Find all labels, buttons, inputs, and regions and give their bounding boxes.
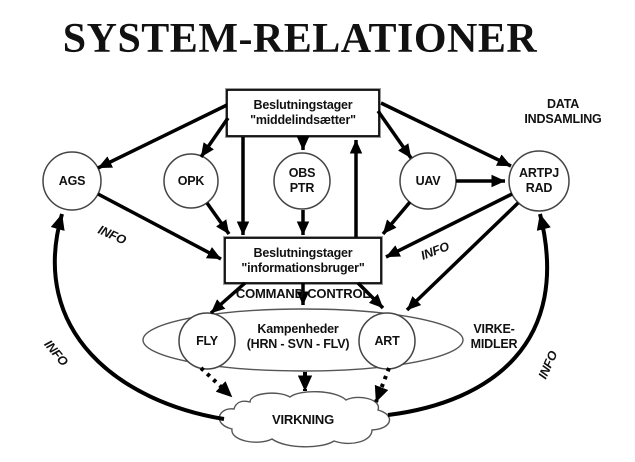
command-control-label: COMMAND CONTROL bbox=[235, 286, 371, 301]
art-label: ART bbox=[374, 333, 400, 348]
uav-label: UAV bbox=[415, 173, 441, 188]
arrow-midbox-to-art bbox=[356, 281, 385, 310]
curve-cloud-to-artpj-info bbox=[387, 213, 551, 417]
obs-ptr-circle bbox=[273, 152, 331, 210]
decision-maker-mid-label: Beslutningstager "informationsbruger" bbox=[241, 245, 365, 275]
virkning-cloud bbox=[218, 391, 390, 448]
arrow-topbox-to-artpj bbox=[380, 101, 512, 168]
arrow-topbox-to-ags bbox=[97, 103, 228, 170]
dotted-arrow-fly-to-virkning bbox=[199, 366, 234, 399]
arrow-topbox-to-uav bbox=[376, 109, 413, 160]
ags-circle bbox=[42, 151, 102, 211]
virkemidler-label: VIRKE- MIDLER bbox=[470, 322, 518, 351]
kampenheder-label: Kampenheder (HRN - SVN - FLV) bbox=[246, 322, 350, 351]
opk-circle bbox=[163, 153, 219, 209]
curve-cloud-to-ags-info bbox=[50, 213, 225, 421]
arrow-topbox-to-opk bbox=[199, 117, 230, 158]
arrow-ags-to-midbox-info bbox=[97, 192, 222, 261]
data-indsamling-label: DATA INDSAMLING bbox=[524, 97, 602, 126]
obs-ptr-label: OBS PTR bbox=[288, 166, 316, 195]
page-title: SYSTEM-RELATIONER bbox=[62, 16, 538, 62]
arrow-artpj-to-midbox-info bbox=[385, 192, 513, 259]
arrow-artpj-to-art bbox=[405, 201, 520, 312]
ags-label: AGS bbox=[58, 173, 86, 188]
arrow-midbox-to-fly bbox=[209, 281, 247, 315]
fly-circle bbox=[178, 312, 236, 370]
artpj-rad-circle bbox=[508, 150, 570, 212]
opk-label: OPK bbox=[177, 173, 205, 188]
virkning-label: VIRKNING bbox=[272, 412, 334, 427]
fly-label: FLY bbox=[196, 333, 218, 348]
decision-maker-top-label: Beslutningstager "middelindsætter" bbox=[250, 98, 356, 127]
arrow-uav-to-midbox bbox=[381, 200, 412, 236]
artpj-rad-label: ARTPJ RAD bbox=[519, 166, 559, 195]
dotted-arrow-art-to-virkning bbox=[374, 367, 391, 403]
arrow-opk-to-midbox bbox=[205, 201, 231, 236]
